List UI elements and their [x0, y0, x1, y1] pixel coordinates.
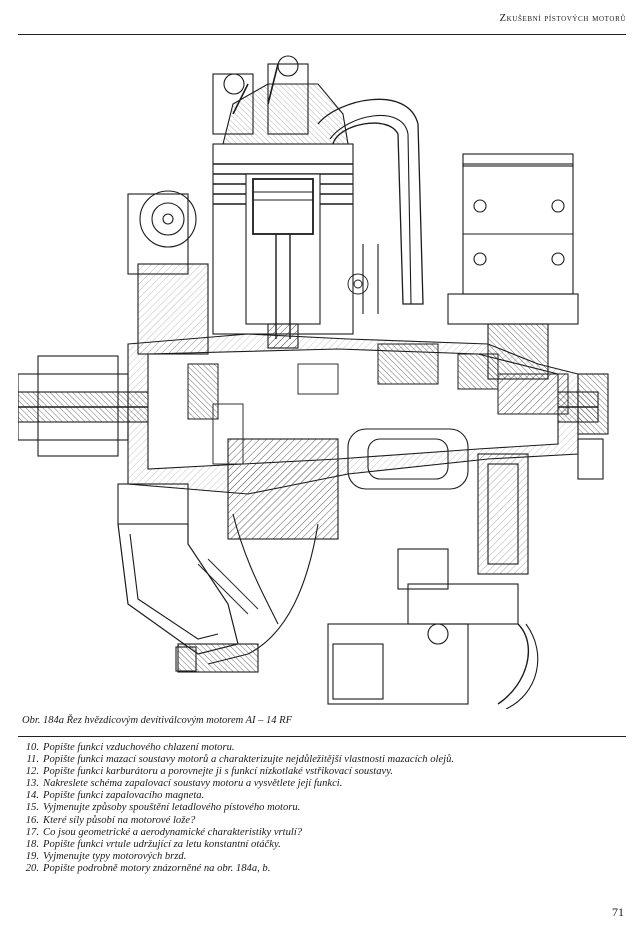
list-item: 18. Popište funkci vrtule udržující za le… [22, 839, 454, 851]
engine-cross-section-drawing [18, 44, 618, 709]
question-list: 10. Popište funkci vzduchového chlazení m… [22, 742, 454, 875]
question-text: Vyjmenujte způsoby spouštění letadlového… [43, 802, 301, 814]
list-item: 16. Které síly působí na motorové lože? [22, 815, 454, 827]
question-number: 16. [25, 814, 39, 826]
question-number: 12. [25, 766, 39, 778]
caption-divider [18, 736, 626, 737]
question-text: Vyjmenujte typy motorových brzd. [43, 850, 187, 862]
page-number: 71 [612, 905, 624, 919]
question-number: 15. [25, 802, 39, 814]
question-text: Popište funkci mazací soustavy motorů a … [43, 754, 455, 766]
running-header-title: Zkušební pístových motorů [499, 13, 626, 24]
question-number: 17. [25, 826, 39, 838]
question-text: Nakreslete schéma zapalovací soustavy mo… [43, 778, 343, 790]
list-item: 11. Popište funkci mazací soustavy motorů… [22, 754, 455, 766]
question-text: Co jsou geometrické a aerodynamické char… [43, 826, 303, 838]
list-item: 10. Popište funkci vzduchového chlazení m… [22, 742, 454, 754]
question-number: 19. [25, 850, 39, 862]
question-number: 13. [25, 778, 39, 790]
list-item: 20. Popište podrobně motory znázorněné na… [22, 863, 454, 875]
question-number: 20. [25, 862, 39, 874]
list-item: 19. Vyjmenujte typy motorových brzd. [22, 851, 454, 863]
question-number: 18. [25, 838, 39, 850]
question-number: 11. [26, 754, 39, 766]
list-item: 17. Co jsou geometrické a aerodynamické c… [22, 827, 454, 839]
question-text: Které síly působí na motorové lože? [43, 814, 196, 826]
question-number: 14. [25, 790, 39, 802]
list-item: 12. Popište funkci karburátoru a porovnej… [22, 766, 454, 778]
question-text: Popište podrobně motory znázorněné na ob… [43, 862, 271, 874]
list-item: 14. Popište funkci zapalovacího magneta. [22, 790, 454, 802]
list-item: 15. Vyjmenujte způsoby spouštění letadlov… [22, 802, 454, 814]
question-text: Popište funkci vzduchového chlazení moto… [43, 742, 235, 753]
running-header: Zkušební pístových motorů [18, 10, 626, 35]
question-text: Popište funkci vrtule udržující za letu … [43, 838, 281, 850]
figure-caption: Obr. 184a Řez hvězdicovým devítiválcovým… [22, 715, 293, 726]
question-text: Popište funkci zapalovacího magneta. [43, 790, 205, 802]
list-item: 13. Nakreslete schéma zapalovací soustavy… [22, 778, 454, 790]
question-number: 10. [25, 742, 39, 753]
question-text: Popište funkci karburátoru a porovnejte … [43, 766, 394, 778]
